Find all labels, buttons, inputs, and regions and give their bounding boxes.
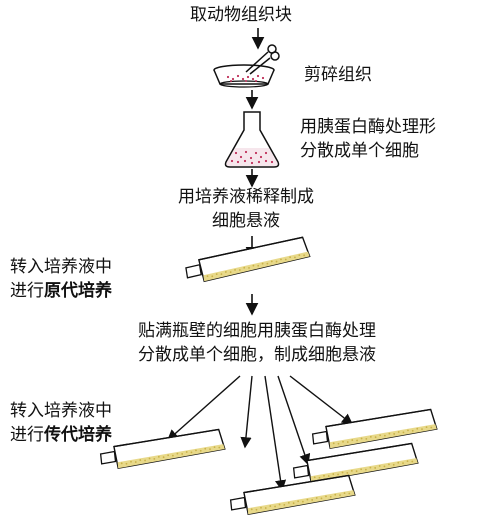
subculture-flask-icon [229,474,356,516]
subculture-flask-icon [292,442,419,484]
scissors-icon [245,44,280,75]
step-trypsin-line2: 分散成单个细胞 [300,141,419,161]
arrow-fan-1 [166,375,241,441]
step-trypsin-line1: 用胰蛋白酶处理形 [300,117,436,137]
arrow-fan-5 [289,375,354,425]
primary-culture-flask-icon [185,236,311,283]
primary-culture-prefix: 进行 [10,281,44,301]
primary-culture-line1: 转入培养液中 [10,257,112,277]
step-cut-tissue: 剪碎组织 [304,65,372,85]
subculture-arrows [166,375,354,492]
petri-dish-icon [213,64,275,88]
primary-culture-line2: 进行原代培养 [10,280,112,302]
wall-cells-line2: 分散成单个细胞，制成细胞悬液 [138,345,376,365]
arrow-fan-4 [277,375,311,466]
step-dilute-line2: 细胞悬液 [212,211,280,231]
subculture-flask-icon [99,428,226,470]
step-dilute-line1: 用培养液稀释制成 [178,187,314,207]
subculture-prefix: 进行 [10,425,44,445]
arrow-fan-3 [264,375,287,492]
subculture-line2: 进行传代培养 [10,424,112,446]
primary-culture-term: 原代培养 [44,281,112,301]
subculture-line1: 转入培养液中 [10,401,112,421]
subculture-term: 传代培养 [44,425,112,445]
step-take-tissue: 取动物组织块 [190,5,292,25]
flask-icon [224,111,280,168]
arrow-fan-2 [240,375,253,449]
subculture-flask-icon [311,408,438,450]
wall-cells-line1: 贴满瓶壁的细胞用胰蛋白酶处理 [138,321,376,341]
